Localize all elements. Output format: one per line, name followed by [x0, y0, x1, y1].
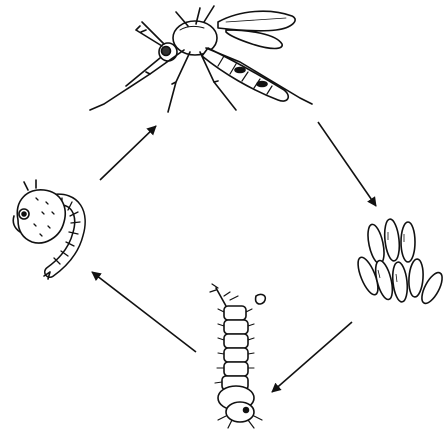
arrow-adult-to-eggs: [318, 122, 376, 206]
mosquito-larva-icon: [210, 284, 265, 428]
arrow-larva-to-pupa: [92, 272, 196, 352]
mosquito-pupa-icon: [13, 180, 80, 279]
arrow-eggs-to-larva: [272, 322, 352, 392]
mosquito-eggs-icon: [354, 218, 446, 306]
arrow-pupa-to-adult: [100, 126, 156, 180]
mosquito-adult-icon: [90, 6, 312, 112]
